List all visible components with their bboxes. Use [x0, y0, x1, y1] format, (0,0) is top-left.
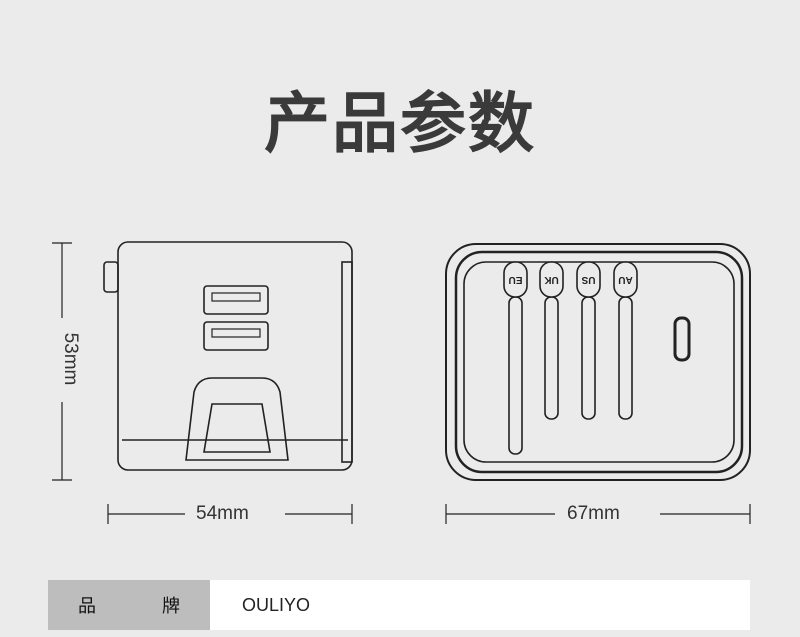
page-title: 产品参数 [264, 85, 536, 162]
plug-label-uk: UK [544, 274, 559, 285]
plug-label-au: AU [618, 274, 632, 285]
depth-dimension: 54mm [190, 503, 255, 525]
spec-label-char: 品 [78, 596, 96, 617]
spec-value: OULIYO [210, 580, 750, 630]
plug-label-us: US [581, 274, 595, 285]
spec-label: 品 牌 [48, 580, 210, 630]
front-view-drawing [445, 243, 751, 481]
spec-label-char: 牌 [162, 596, 180, 617]
side-view-drawing [103, 241, 353, 471]
width-dimension: 67mm [561, 503, 626, 525]
plug-label-eu: EU [509, 274, 523, 285]
dimension-lines [52, 242, 751, 524]
spec-row-brand: 品 牌 OULIYO [48, 580, 750, 630]
height-dimension: 53mm [60, 332, 81, 386]
